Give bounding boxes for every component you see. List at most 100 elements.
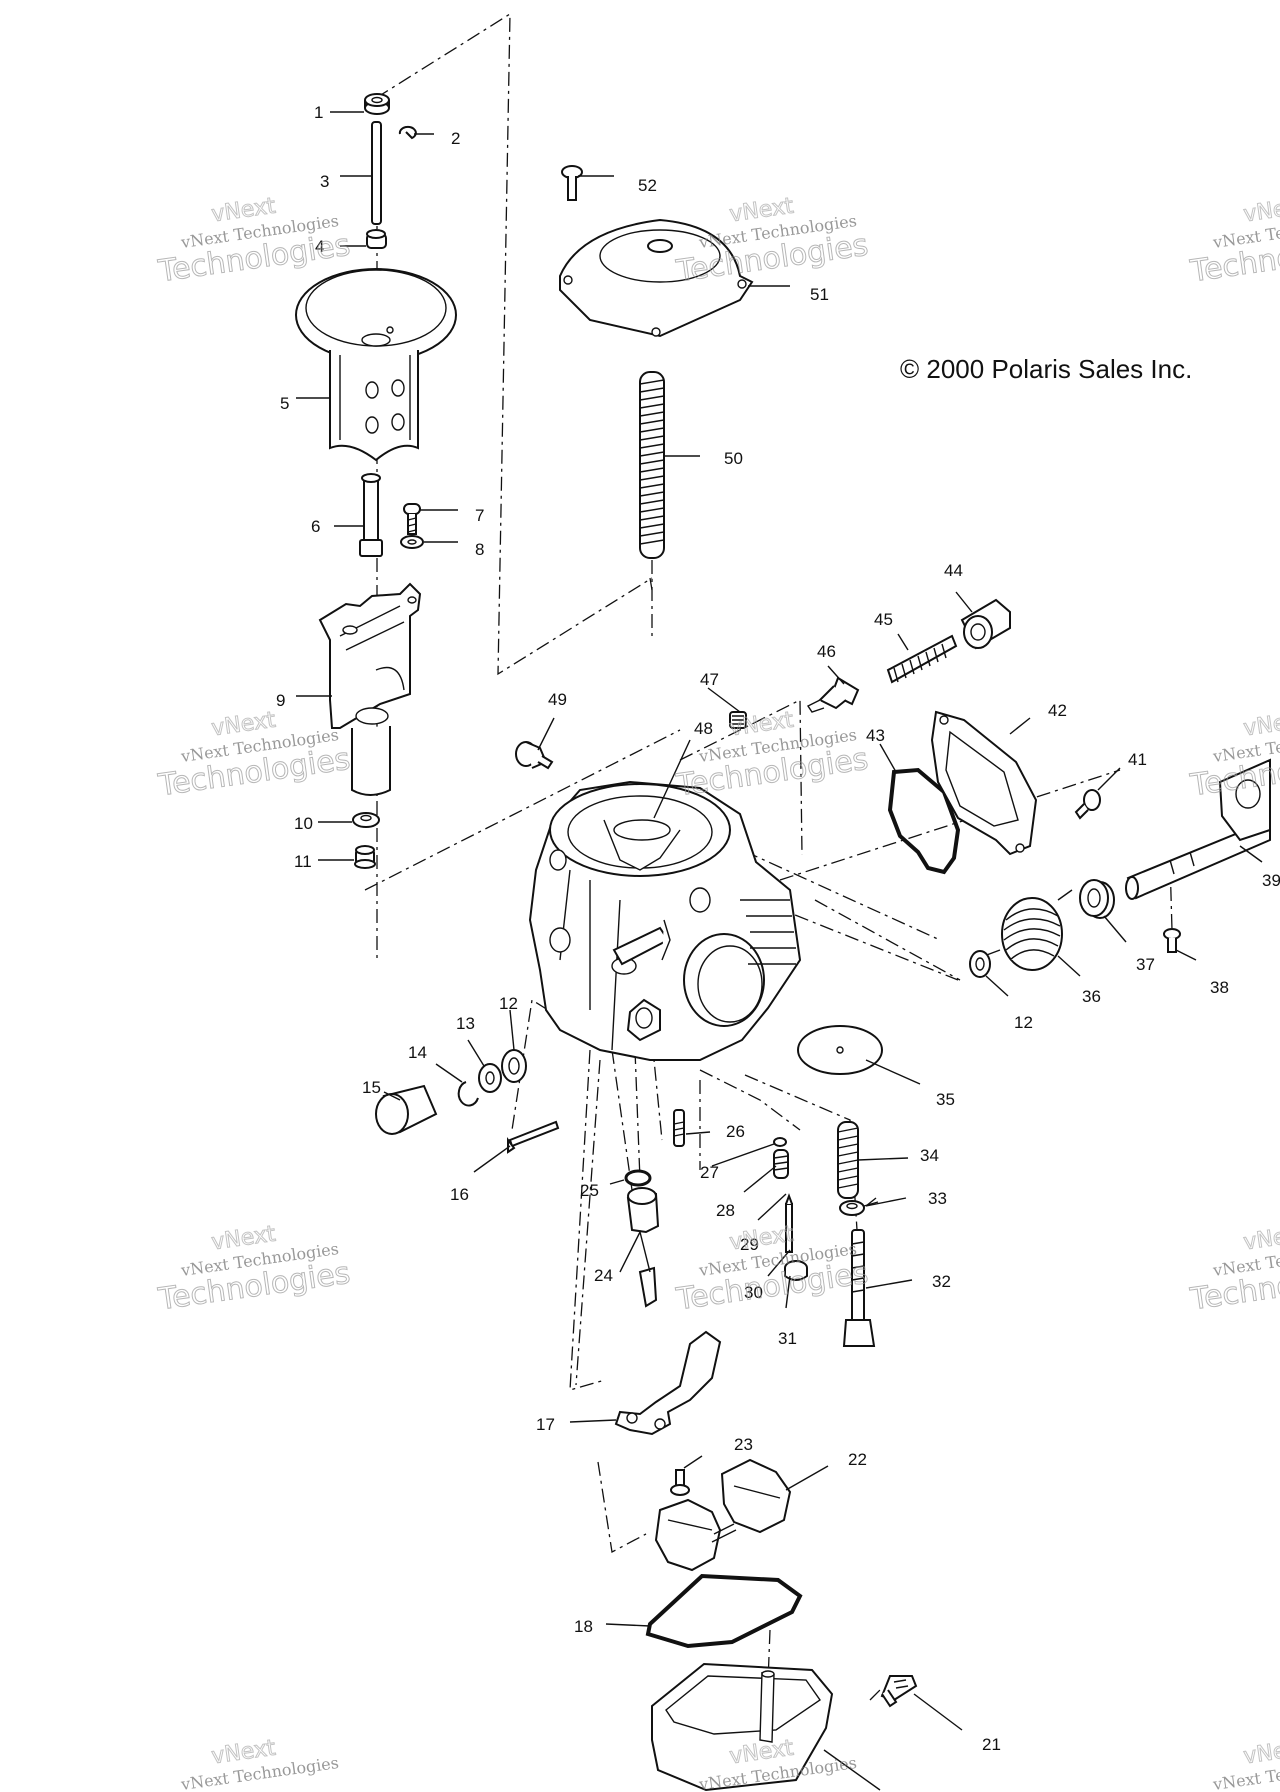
- callout-22: 22: [848, 1450, 867, 1469]
- callout-46: 46: [817, 642, 836, 661]
- part-9-needle-jet-holder: [318, 582, 422, 796]
- watermark: vNext vNext Technologies Technologies: [673, 193, 871, 290]
- part-7-screw: [403, 503, 421, 535]
- callout-4: 4: [315, 237, 324, 256]
- watermark: vNext vNext Technologies Technologies: [155, 1221, 353, 1318]
- part-38-screw: [1163, 928, 1181, 953]
- part-37-bushing: [1079, 879, 1115, 919]
- copyright-text: © 2000 Polaris Sales Inc.: [900, 354, 1192, 384]
- part-float-bowl: [651, 1662, 834, 1792]
- part-10-washer: [352, 812, 380, 828]
- part-17-bracket: [614, 1330, 722, 1436]
- callout-34: 34: [920, 1146, 939, 1165]
- callout-1: 1: [314, 103, 323, 122]
- part-25-o-ring: [624, 1169, 652, 1187]
- watermark: vNext vNext Technologies: [1211, 1735, 1280, 1792]
- part-41-screw: [1074, 789, 1101, 820]
- part-39-throttle-shaft: [1125, 758, 1271, 900]
- callout-27: 27: [700, 1163, 719, 1182]
- callout-32: 32: [932, 1272, 951, 1291]
- part-31-cap: [784, 1260, 808, 1281]
- callout-33: 33: [928, 1189, 947, 1208]
- callout-11: 11: [294, 852, 312, 871]
- callout-6: 6: [311, 517, 320, 536]
- callout-30: 30: [744, 1283, 763, 1302]
- watermark-vnext: vNext: [1242, 194, 1280, 228]
- watermark: vNext vNext Technologies Technologies: [155, 193, 353, 290]
- callout-16: 16: [450, 1185, 469, 1204]
- callout-18: 18: [574, 1617, 593, 1636]
- part-26-pilot-jet: [673, 1109, 685, 1147]
- part-3-jet-needle: [371, 121, 382, 225]
- part-35-throttle-valve: [797, 1025, 883, 1075]
- part-51-top-cover: [559, 218, 754, 338]
- callout-14: 14: [408, 1043, 427, 1062]
- part-24-float-valve: [626, 1187, 660, 1308]
- part-46-pilot-screw: [806, 676, 860, 713]
- part-52-screw: [561, 165, 583, 201]
- part-2-e-clip: [398, 125, 417, 140]
- callout-26: 26: [726, 1122, 745, 1141]
- callout-48: 48: [694, 719, 713, 738]
- part-33-washer: [839, 1200, 865, 1216]
- part-23-screw: [670, 1469, 690, 1496]
- part-8-lock-washer: [400, 535, 424, 549]
- part-43-gasket: [887, 767, 961, 875]
- part-15-cap: [375, 1084, 438, 1135]
- callout-7: 7: [475, 506, 484, 525]
- callout-37: 37: [1136, 955, 1155, 974]
- part-22-float: [654, 1458, 792, 1572]
- part-36-torsion-spring: [983, 889, 1073, 971]
- callout-36: 36: [1082, 987, 1101, 1006]
- watermark: vNext vNext Technologies: [179, 1735, 340, 1792]
- watermark-vnext: vNext: [1242, 1222, 1280, 1256]
- part-44-cap: [960, 598, 1011, 650]
- part-13-washer: [478, 1063, 502, 1093]
- part-45-spring: [886, 634, 958, 684]
- callout-10: 10: [294, 814, 313, 833]
- callout-13: 13: [456, 1014, 475, 1033]
- callout-50: 50: [724, 449, 743, 468]
- part-47-plug: [729, 711, 747, 729]
- part-29-needle: [785, 1193, 793, 1253]
- part-5-diaphragm-slide: [295, 268, 457, 462]
- watermark: vNext vNext Technologies Technologies: [673, 707, 871, 804]
- callout-39: 39: [1262, 871, 1280, 890]
- watermark: vNext vNext Technologies Technologies: [1187, 193, 1280, 290]
- watermark: vNext vNext Technologies Technologies: [1187, 707, 1280, 804]
- callout-5: 5: [280, 394, 289, 413]
- callout-numbers: 1 2 3 4 5 6 7 8 9 10 11 12 12 13 14 15 1…: [276, 103, 1280, 1754]
- callout-2: 2: [451, 129, 460, 148]
- part-28-spring: [773, 1149, 789, 1179]
- callout-21: 21: [982, 1735, 1001, 1754]
- callout-29: 29: [740, 1235, 759, 1254]
- part-12-washer-right: [969, 950, 991, 978]
- part-carburetor-body: [528, 780, 802, 1061]
- callout-49: 49: [548, 690, 567, 709]
- callout-31: 31: [778, 1329, 797, 1348]
- callout-15: 15: [362, 1078, 381, 1097]
- part-6-needle-jet: [359, 473, 383, 557]
- callout-23: 23: [734, 1435, 753, 1454]
- callout-24: 24: [594, 1266, 613, 1285]
- callout-8: 8: [475, 540, 484, 559]
- part-32-idle-screw: [842, 1229, 876, 1347]
- part-50-slide-spring: [639, 371, 665, 559]
- part-4-spacer: [366, 229, 387, 249]
- part-11-cap: [354, 845, 376, 869]
- callout-35: 35: [936, 1090, 955, 1109]
- watermark: vNext vNext Technologies Technologies: [673, 1221, 871, 1318]
- callout-45: 45: [874, 610, 893, 629]
- callout-9: 9: [276, 691, 285, 710]
- callout-28: 28: [716, 1201, 735, 1220]
- part-21-drain-screw: [880, 1675, 918, 1708]
- parts: [295, 93, 1271, 1792]
- callout-12-left: 12: [499, 994, 518, 1013]
- part-1-cap: [364, 93, 390, 115]
- part-42-cover-plate: [930, 710, 1038, 856]
- part-12-washer-left: [501, 1049, 527, 1083]
- watermark-vnext: vNext: [1242, 708, 1280, 742]
- part-34-spring: [837, 1121, 859, 1199]
- part-49-plug: [515, 741, 554, 770]
